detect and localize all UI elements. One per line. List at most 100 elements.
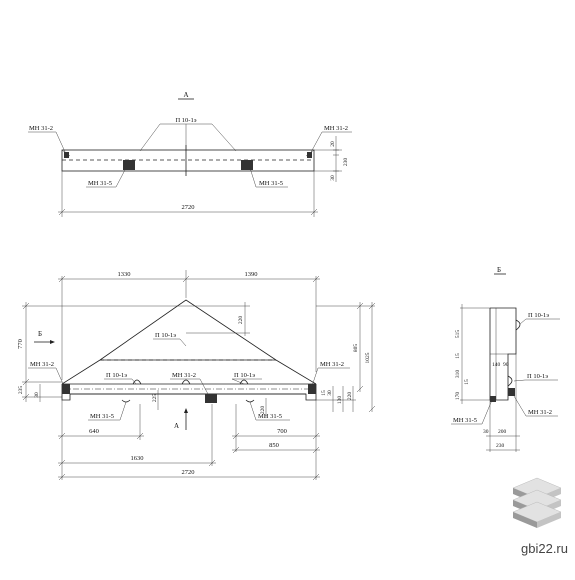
tick [58, 275, 66, 283]
label-mn-left-front: МН 31-2 [30, 361, 54, 368]
tick [312, 275, 320, 283]
side-lifting-loop-mid [507, 375, 513, 387]
leader-mn-mid-front [199, 378, 210, 397]
leader-side-p-top [519, 318, 527, 325]
tick [312, 432, 320, 440]
lifting-loop-left [132, 379, 142, 385]
leader-p-right [211, 123, 237, 152]
label-mn-right-front: МН 31-2 [320, 361, 344, 368]
embedded-plate-mn2-left-front [62, 384, 70, 394]
front-view: 1330 1390 770 235 30 Б [17, 270, 376, 481]
dim-15a: 15 [455, 353, 461, 359]
dim-2720-top: 2720 [182, 204, 195, 211]
dim-220-mid: 220 [260, 406, 266, 415]
section-letter-a-front: А [174, 422, 179, 430]
dim-30-r: 30 [327, 390, 333, 396]
dim-1390: 1390 [245, 271, 258, 278]
leader-p-top [179, 338, 187, 347]
side-plate-mn2 [508, 388, 515, 396]
dim-310: 310 [455, 370, 461, 379]
leader-mn5-left [115, 167, 127, 188]
side-lifting-loop-top [515, 319, 521, 331]
embedded-plate-mn5-left [123, 160, 135, 170]
tick [58, 208, 66, 216]
dim-700: 700 [277, 428, 287, 435]
dim-15: 15 [321, 390, 327, 396]
tick [232, 432, 240, 440]
dim-30: 30 [330, 175, 336, 181]
dim-side-230: 230 [496, 443, 505, 449]
dim-640: 640 [89, 428, 99, 435]
leader-mn5-left-front [119, 401, 127, 421]
dim-140: 140 [492, 362, 501, 368]
lifting-loop-center [181, 379, 191, 385]
tick [356, 302, 364, 310]
dim-1630: 1630 [131, 455, 144, 462]
top-view-section-letter: А [183, 91, 188, 99]
leader-mn-right-front [311, 367, 319, 387]
dim-90: 90 [503, 362, 509, 368]
leader-mn-left [55, 131, 67, 155]
watermark-text: gbi22.ru [521, 541, 568, 556]
label-side-mn5: МН 31-5 [453, 417, 477, 424]
tick [312, 473, 320, 481]
dim-130: 130 [337, 396, 343, 405]
side-view: Б 515 15 310 15 170 140 90 30 200 230 П … [451, 266, 560, 452]
dim-1330: 1330 [118, 271, 131, 278]
tick [310, 208, 318, 216]
label-side-p-mid: П 10-1э [527, 373, 548, 380]
stacked-slabs-logo-icon [512, 477, 562, 528]
label-mn-mid-front: МН 31-2 [172, 372, 196, 379]
embedded-plate-mn2-left [64, 152, 69, 158]
section-arrow-b-head [50, 340, 55, 344]
side-view-section-letter: Б [497, 266, 501, 274]
label-mn5-right-front: МН 31-5 [258, 413, 282, 420]
side-plate-mn5 [490, 396, 496, 402]
leader-mn-left-front [55, 367, 65, 387]
label-mn-right: МН 31-2 [324, 125, 348, 132]
dim-170: 170 [455, 392, 461, 401]
top-view: А П 10-1э МН 31-2 МН 31-2 МН 31-5 МН 31-… [28, 91, 352, 217]
dim-15b: 15 [464, 379, 470, 385]
dim-225: 225 [152, 394, 158, 403]
dim-side-30: 30 [483, 429, 489, 435]
tick [58, 432, 66, 440]
dim-20: 20 [330, 141, 336, 147]
beam-bottom-outline [61, 384, 317, 401]
lifting-loop-right [239, 379, 249, 385]
dim-230: 230 [343, 158, 349, 167]
label-mn-left: МН 31-2 [29, 125, 53, 132]
label-p-left-front: П 10-1э [106, 372, 127, 379]
label-p-right-front: П 10-1э [234, 372, 255, 379]
embedded-plate-mn2-right-front [308, 384, 316, 394]
plate-mn5-left-front [121, 399, 131, 403]
tick [312, 446, 320, 454]
tick [58, 459, 66, 467]
tick [182, 275, 190, 283]
embedded-plate-mn5-right [241, 160, 253, 170]
label-mn5-left-front: МН 31-5 [90, 413, 114, 420]
label-mn5-right: МН 31-5 [259, 180, 283, 187]
tick [58, 473, 66, 481]
beam-gable-top [61, 299, 317, 385]
leader-mn-right [309, 131, 323, 155]
section-letter-b-front: Б [38, 330, 42, 338]
leader-p-left-front [131, 378, 137, 385]
dim-1025: 1025 [365, 352, 371, 363]
label-p-center: П 10-1э [175, 117, 196, 124]
dim-235: 235 [18, 386, 24, 395]
leader-p-left [139, 123, 161, 152]
leader-p-right-front [231, 378, 245, 385]
tick [232, 446, 240, 454]
tick [368, 302, 376, 310]
label-side-p-top: П 10-1э [528, 312, 549, 319]
embedded-plate-mn2-right [307, 152, 312, 158]
dim-220-top: 220 [238, 316, 244, 325]
dim-805: 805 [353, 344, 359, 353]
tick [368, 405, 376, 413]
embedded-plate-mn2-mid-front [205, 394, 217, 403]
label-p-top-front: П 10-1э [155, 332, 176, 339]
label-mn5-left: МН 31-5 [88, 180, 112, 187]
